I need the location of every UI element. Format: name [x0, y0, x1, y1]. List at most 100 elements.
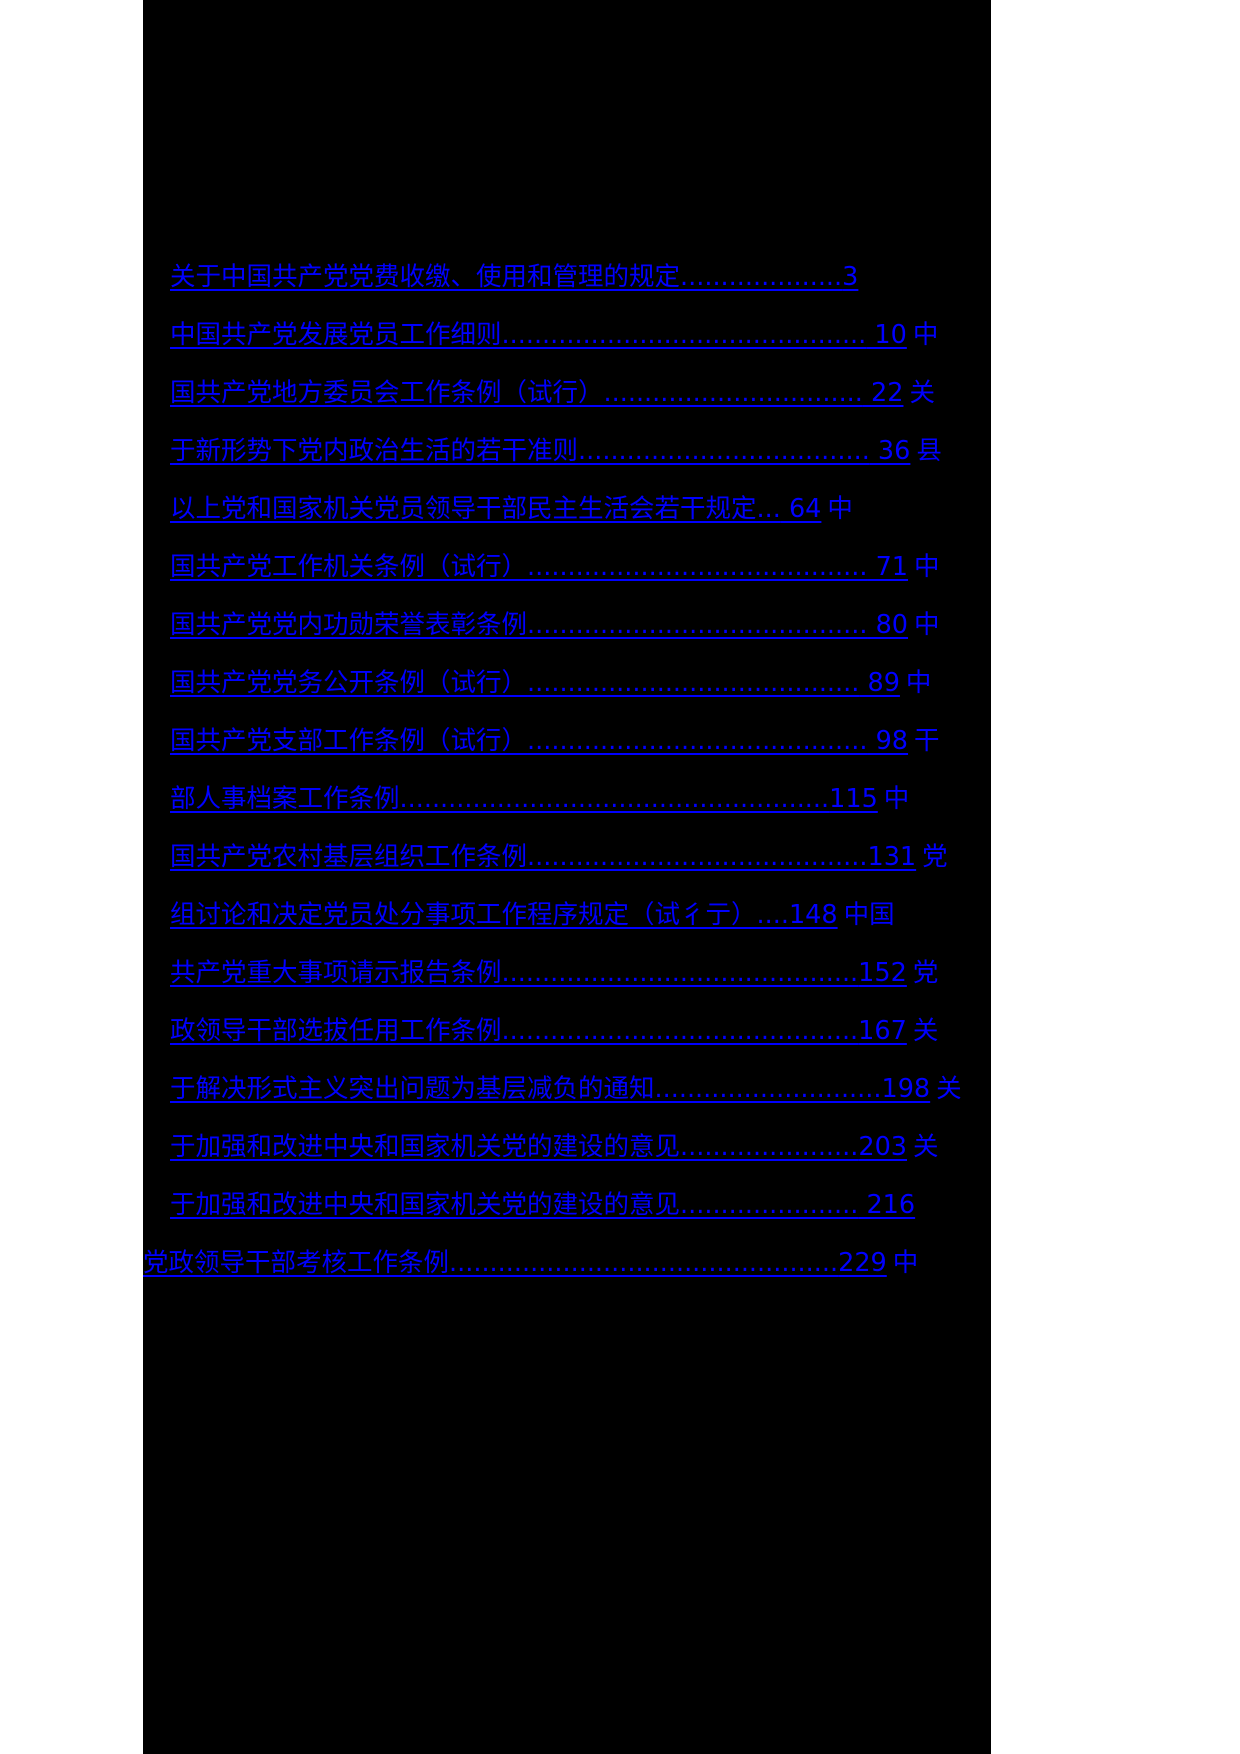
- toc-entry-link[interactable]: 政领导干部选拔任用工作条例...........................…: [170, 1016, 907, 1046]
- toc-entry-page-number: 22: [862, 378, 904, 408]
- toc-entry[interactable]: 国共产党党务公开条例（试行）..........................…: [143, 654, 991, 712]
- toc-entry-title: 国共产党党务公开条例（试行）: [170, 668, 528, 698]
- toc-entry-link[interactable]: 组讨论和决定党员处分事项工作程序规定（试彳亍）....148: [170, 900, 838, 930]
- toc-entry-overflow-text: 中国: [843, 900, 895, 930]
- toc-entry-leader-dots: ........................................…: [501, 1016, 859, 1046]
- toc-entry-link[interactable]: 国共产党党务公开条例（试行）..........................…: [170, 668, 900, 698]
- toc-entry-page-number: 64: [780, 494, 822, 524]
- toc-entry-title: 于加强和改进中央和国家机关党的建设的意见: [170, 1132, 681, 1162]
- toc-entry-title: 于新形势下党内政治生活的若干准则: [170, 436, 579, 466]
- toc-entry-overflow-text: 中: [883, 784, 910, 814]
- toc-entry-page-number: 115: [829, 784, 878, 814]
- toc-entry-leader-dots: ......................: [680, 1190, 859, 1220]
- toc-entry-leader-dots: ....: [756, 900, 789, 930]
- toc-entry-title: 国共产党工作机关条例（试行）: [170, 552, 528, 582]
- toc-entry-title: 共产党重大事项请示报告条例: [170, 958, 502, 988]
- toc-entry-title: 组讨论和决定党员处分事项工作程序规定（试彳亍）: [170, 900, 757, 930]
- toc-entry-title: 国共产党支部工作条例（试行）: [170, 726, 528, 756]
- toc-entry-title: 国共产党地方委员会工作条例（试行）: [170, 378, 604, 408]
- toc-entry-link[interactable]: 中国共产党发展党员工作细则...........................…: [170, 320, 907, 350]
- toc-entry-page-number: 167: [858, 1016, 907, 1046]
- toc-entry-leader-dots: ........................................…: [501, 320, 867, 350]
- toc-entry-link[interactable]: 于加强和改进中央和国家机关党的建设的意见....................…: [170, 1132, 907, 1162]
- toc-entry-page-number: 10: [866, 320, 907, 350]
- toc-entry-link[interactable]: 于解决形式主义突出问题为基层减负的通知.....................…: [170, 1074, 930, 1104]
- toc-entry[interactable]: 于新形势下党内政治生活的若干准则........................…: [143, 422, 991, 480]
- toc-entry-title: 于解决形式主义突出问题为基层减负的通知: [170, 1074, 655, 1104]
- toc-entry-link[interactable]: 以上党和国家机关党员领导干部民主生活会若干规定... 64: [170, 494, 821, 524]
- toc-entry-overflow-text: 中: [914, 610, 940, 640]
- toc-entry-page-number: 148: [788, 900, 838, 930]
- toc-entry[interactable]: 国共产党党内功勋荣誉表彰条例..........................…: [143, 596, 991, 654]
- toc-entry-overflow-text: 关: [912, 1016, 939, 1046]
- toc-entry[interactable]: 国共产党支部工作条例（试行）..........................…: [143, 712, 991, 770]
- toc-entry-title: 国共产党党内功勋荣誉表彰条例: [170, 610, 528, 640]
- toc-entry-leader-dots: ........................................…: [449, 1248, 839, 1278]
- toc-entry-leader-dots: ...: [756, 494, 781, 524]
- toc-entry-leader-dots: ............................: [654, 1074, 882, 1104]
- toc-entry-link[interactable]: 党政领导干部考核工作条例............................…: [143, 1248, 887, 1278]
- toc-entry[interactable]: 部人事档案工作条例...............................…: [143, 770, 991, 828]
- toc-entry-link[interactable]: 共产党重大事项请示报告条例...........................…: [170, 958, 907, 988]
- toc-entry-link[interactable]: 国共产党工作机关条例（试行）..........................…: [170, 552, 908, 582]
- toc-entry-title: 以上党和国家机关党员领导干部民主生活会若干规定: [170, 494, 757, 524]
- toc-entry[interactable]: 于加强和改进中央和国家机关党的建设的意见....................…: [143, 1118, 991, 1176]
- toc-entry-leader-dots: ........................................…: [527, 668, 860, 698]
- toc-entry-title: 中国共产党发展党员工作细则: [170, 320, 502, 350]
- toc-entry-leader-dots: ........................................…: [501, 958, 859, 988]
- toc-entry-page-number: 36: [869, 436, 911, 466]
- toc-entry[interactable]: 于加强和改进中央和国家机关党的建设的意见....................…: [143, 1176, 991, 1234]
- toc-entry[interactable]: 国共产党工作机关条例（试行）..........................…: [143, 538, 991, 596]
- toc-entry-overflow-text: 中: [905, 668, 932, 698]
- toc-entry-title: 关于中国共产党党费收缴、使用和管理的规定: [170, 262, 681, 292]
- toc-entry-overflow-text: 中: [912, 320, 939, 350]
- toc-entry-title: 部人事档案工作条例: [170, 784, 400, 814]
- toc-entry-page-number: 216: [858, 1190, 916, 1220]
- toc-entry-title: 党政领导干部考核工作条例: [143, 1248, 450, 1278]
- toc-entry[interactable]: 关于中国共产党党费收缴、使用和管理的规定....................…: [143, 248, 991, 306]
- toc-entry-page-number: 89: [859, 668, 900, 698]
- toc-entry[interactable]: 中国共产党发展党员工作细则...........................…: [143, 306, 991, 364]
- toc-entry-overflow-text: 中: [892, 1248, 919, 1278]
- toc-entry[interactable]: 政领导干部选拔任用工作条例...........................…: [143, 1002, 991, 1060]
- toc-entry-link[interactable]: 国共产党地方委员会工作条例（试行）.......................…: [170, 378, 903, 408]
- toc-entry-link[interactable]: 国共产党农村基层组织工作条例..........................…: [170, 842, 916, 872]
- toc-entry-overflow-text: 中: [914, 552, 940, 582]
- toc-entry-title: 政领导干部选拔任用工作条例: [170, 1016, 502, 1046]
- toc-entry-page-number: 229: [838, 1248, 887, 1278]
- toc-entry-page-number: 98: [867, 726, 909, 756]
- toc-entry[interactable]: 于解决形式主义突出问题为基层减负的通知.....................…: [143, 1060, 991, 1118]
- toc-entry-link[interactable]: 于新形势下党内政治生活的若干准则........................…: [170, 436, 910, 466]
- toc-entry-link[interactable]: 国共产党支部工作条例（试行）..........................…: [170, 726, 908, 756]
- toc-entry-page-number: 80: [867, 610, 909, 640]
- toc-entry-overflow-text: 党: [912, 958, 939, 988]
- toc-entry-leader-dots: ........................................…: [527, 842, 868, 872]
- toc-entry-leader-dots: ........................................…: [399, 784, 830, 814]
- toc-entry-link[interactable]: 于加强和改进中央和国家机关党的建设的意见....................…: [170, 1190, 915, 1220]
- toc-entry-leader-dots: ....................: [680, 262, 843, 292]
- toc-entry-page-number: 198: [881, 1074, 931, 1104]
- toc-entry[interactable]: 共产党重大事项请示报告条例...........................…: [143, 944, 991, 1002]
- toc-entry-leader-dots: ......................: [680, 1132, 859, 1162]
- toc-entry[interactable]: 国共产党地方委员会工作条例（试行）.......................…: [143, 364, 991, 422]
- toc-entry-link[interactable]: 国共产党党内功勋荣誉表彰条例..........................…: [170, 610, 908, 640]
- toc-entry-leader-dots: ........................................…: [527, 610, 868, 640]
- toc-entry-title: 国共产党农村基层组织工作条例: [170, 842, 528, 872]
- toc-entry-link[interactable]: 关于中国共产党党费收缴、使用和管理的规定....................…: [170, 262, 858, 292]
- toc-entry-page-number: 3: [842, 262, 859, 292]
- toc-entry[interactable]: 党政领导干部考核工作条例............................…: [143, 1234, 991, 1292]
- table-of-contents: 关于中国共产党党费收缴、使用和管理的规定....................…: [143, 248, 991, 1292]
- toc-entry-page-number: 71: [867, 552, 909, 582]
- toc-entry-overflow-text: 干: [914, 726, 940, 756]
- toc-entry-overflow-text: 关: [909, 378, 935, 408]
- toc-entry-link[interactable]: 部人事档案工作条例...............................…: [170, 784, 878, 814]
- toc-entry-page-number: 131: [867, 842, 917, 872]
- toc-entry-overflow-text: 县: [916, 436, 942, 466]
- toc-entry[interactable]: 国共产党农村基层组织工作条例..........................…: [143, 828, 991, 886]
- toc-entry-page-number: 203: [858, 1132, 908, 1162]
- toc-entry-leader-dots: ........................................…: [527, 552, 868, 582]
- toc-entry-overflow-text: 党: [922, 842, 948, 872]
- toc-entry-overflow-text: 关: [913, 1132, 939, 1162]
